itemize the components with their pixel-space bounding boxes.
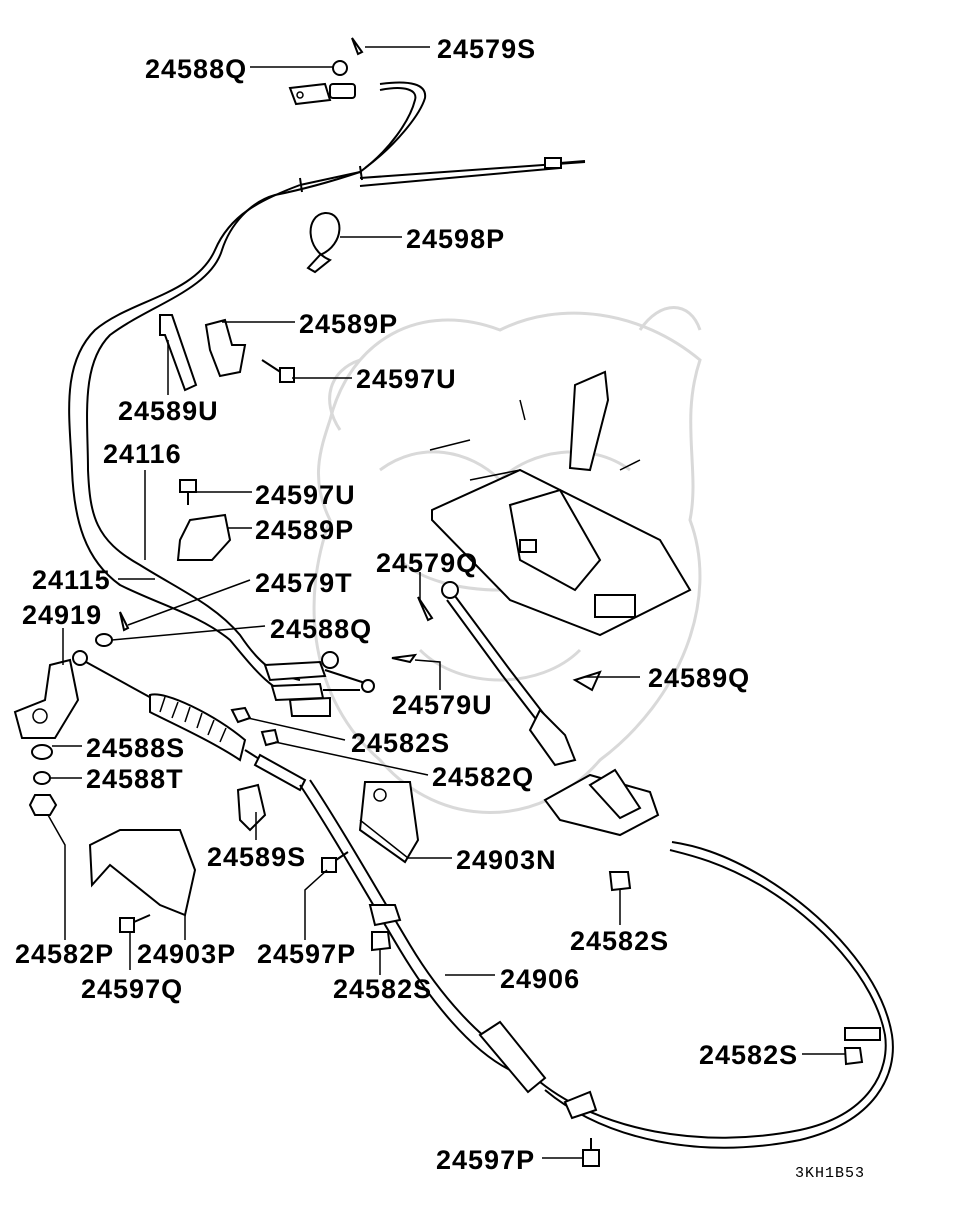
clip-24589S xyxy=(236,783,267,832)
label-24597P-a: 24597P xyxy=(257,939,357,969)
bolt-24597P-b xyxy=(582,1138,600,1167)
label-24579S: 24579S xyxy=(437,34,537,64)
shift-lever-assembly xyxy=(429,370,692,637)
label-24582S-c: 24582S xyxy=(570,926,670,956)
label-24582S-d: 24582S xyxy=(699,1040,799,1070)
label-24589Q: 24589Q xyxy=(648,663,751,693)
label-24906: 24906 xyxy=(500,964,581,994)
bracket-24903N xyxy=(358,781,420,864)
washer-24588Q-mid xyxy=(95,633,113,647)
bolt-24597U-mid xyxy=(179,479,197,505)
nut-24588T xyxy=(33,771,51,785)
label-24903P: 24903P xyxy=(137,939,237,969)
label-24589S: 24589S xyxy=(207,842,307,872)
label-24589P-mid: 24589P xyxy=(255,515,355,545)
drawing-code: 3KH1B53 xyxy=(795,1165,866,1182)
nut-24582S-d xyxy=(843,1047,864,1066)
label-24903N: 24903N xyxy=(456,845,557,875)
select-cable xyxy=(441,581,660,837)
label-24597P-b: 24597P xyxy=(436,1145,536,1175)
bracket-24589U xyxy=(159,314,198,392)
label-24582S-a: 24582S xyxy=(351,728,451,758)
label-24582S-b: 24582S xyxy=(333,974,433,1004)
nut-24582P xyxy=(28,794,58,816)
bolt-24597Q xyxy=(119,914,151,933)
label-24588T: 24588T xyxy=(86,764,184,794)
bracket-24589P-mid xyxy=(176,513,232,561)
label-24588Q-top: 24588Q xyxy=(145,54,248,84)
label-24597U-top: 24597U xyxy=(356,364,457,394)
clip-24598P xyxy=(306,211,341,274)
label-24597U-mid: 24597U xyxy=(255,480,356,510)
pin-24579T xyxy=(119,611,130,632)
label-24589P-top: 24589P xyxy=(299,309,399,339)
nut-24582S-b xyxy=(371,931,392,952)
bolt-24597U-top xyxy=(261,359,295,383)
label-24116: 24116 xyxy=(103,439,182,469)
bolt-24597P-a xyxy=(321,851,349,873)
shift-cable-24906 xyxy=(72,650,894,1149)
label-24598P: 24598P xyxy=(406,224,506,254)
label-24579Q: 24579Q xyxy=(376,548,479,578)
label-24582Q: 24582Q xyxy=(432,762,535,792)
nut-24582S-a xyxy=(230,706,252,724)
label-24579T: 24579T xyxy=(255,568,353,598)
label-24597Q: 24597Q xyxy=(81,974,184,1004)
label-24579U: 24579U xyxy=(392,690,493,720)
nut-24582S-c xyxy=(608,871,632,892)
nut-24588S xyxy=(31,744,53,760)
label-24115: 24115 xyxy=(32,565,111,595)
label-24588S: 24588S xyxy=(86,733,186,763)
leader-lines xyxy=(47,46,845,1159)
label-24588Q-mid: 24588Q xyxy=(270,614,373,644)
cable-24116-24115 xyxy=(68,81,586,717)
label-24589U: 24589U xyxy=(118,396,219,426)
bracket-24919 xyxy=(13,658,80,739)
pin-24579Q xyxy=(417,596,434,622)
washer-24588Q-top xyxy=(332,60,348,76)
pin-24579S xyxy=(351,37,364,56)
pin-24579U xyxy=(391,653,418,664)
label-24919: 24919 xyxy=(22,600,103,630)
watermark-emblem xyxy=(312,306,702,814)
bracket-24589P-top xyxy=(204,318,247,378)
label-24582P: 24582P xyxy=(15,939,115,969)
bracket-24903P xyxy=(88,829,197,917)
